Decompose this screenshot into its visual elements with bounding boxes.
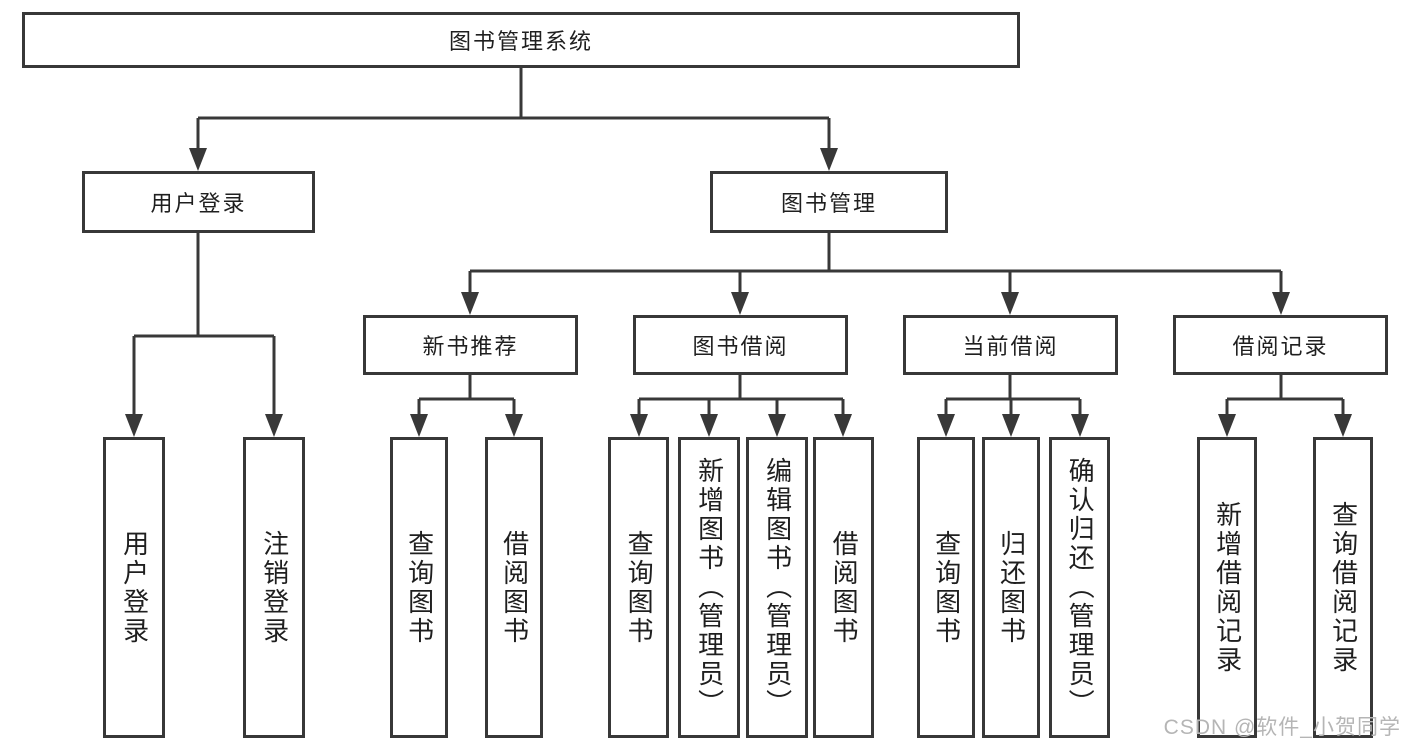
leaf-logout-label: 注销登录 bbox=[259, 529, 290, 646]
arrowhead bbox=[1071, 414, 1089, 437]
leaf-user-login-label: 用户登录 bbox=[119, 529, 150, 646]
arrowhead bbox=[1001, 292, 1019, 315]
node-current-borrow: 当前借阅 bbox=[903, 315, 1118, 375]
leaf-add-borrow-record-label: 新增借阅记录 bbox=[1212, 500, 1243, 675]
leaf-query-borrow-record: 查询借阅记录 bbox=[1313, 437, 1373, 738]
arrowhead bbox=[630, 414, 648, 437]
arrowhead bbox=[461, 292, 479, 315]
leaf-return-book-label: 归还图书 bbox=[996, 529, 1027, 646]
leaf-borrow-book-recommend: 借阅图书 bbox=[485, 437, 543, 738]
leaf-query-book-recommend: 查询图书 bbox=[390, 437, 448, 738]
leaf-return-book: 归还图书 bbox=[982, 437, 1040, 738]
leaf-query-book-current-label: 查询图书 bbox=[931, 529, 962, 646]
leaf-query-book-recommend-label: 查询图书 bbox=[404, 529, 435, 646]
node-user-login: 用户登录 bbox=[82, 171, 315, 233]
leaf-add-book-admin-label: 新增图书（管理员） bbox=[694, 457, 725, 718]
leaf-borrow-book-label: 借阅图书 bbox=[829, 529, 860, 646]
arrowhead bbox=[820, 148, 838, 171]
arrowhead bbox=[1334, 414, 1352, 437]
leaf-borrow-book-recommend-label: 借阅图书 bbox=[499, 529, 530, 646]
leaf-query-book-borrow-label: 查询图书 bbox=[624, 529, 655, 646]
arrowhead bbox=[125, 414, 143, 437]
leaf-confirm-return-admin: 确认归还（管理员） bbox=[1049, 437, 1110, 738]
leaf-confirm-return-admin-label: 确认归还（管理员） bbox=[1065, 457, 1096, 718]
leaf-edit-book-admin: 编辑图书（管理员） bbox=[746, 437, 808, 738]
leaf-query-borrow-record-label: 查询借阅记录 bbox=[1328, 500, 1359, 675]
leaf-query-book-borrow: 查询图书 bbox=[608, 437, 669, 738]
arrowheads bbox=[125, 148, 1352, 437]
arrowhead bbox=[1272, 292, 1290, 315]
arrowhead bbox=[189, 148, 207, 171]
arrowhead bbox=[768, 414, 786, 437]
arrowhead bbox=[410, 414, 428, 437]
node-book-borrow: 图书借阅 bbox=[633, 315, 848, 375]
arrowhead bbox=[1002, 414, 1020, 437]
leaf-borrow-book: 借阅图书 bbox=[813, 437, 874, 738]
node-root: 图书管理系统 bbox=[22, 12, 1020, 68]
node-new-book-recommend: 新书推荐 bbox=[363, 315, 578, 375]
leaf-user-login: 用户登录 bbox=[103, 437, 165, 738]
leaf-query-book-current: 查询图书 bbox=[917, 437, 975, 738]
arrowhead bbox=[505, 414, 523, 437]
leaf-add-book-admin: 新增图书（管理员） bbox=[678, 437, 740, 738]
leaf-logout: 注销登录 bbox=[243, 437, 305, 738]
arrowhead bbox=[265, 414, 283, 437]
leaf-edit-book-admin-label: 编辑图书（管理员） bbox=[762, 457, 793, 718]
leaf-add-borrow-record: 新增借阅记录 bbox=[1197, 437, 1257, 738]
arrowhead bbox=[1218, 414, 1236, 437]
node-borrow-records: 借阅记录 bbox=[1173, 315, 1388, 375]
arrowhead bbox=[700, 414, 718, 437]
watermark: CSDN @软件_小贺同学 bbox=[1163, 716, 1401, 739]
arrowhead bbox=[834, 414, 852, 437]
arrowhead bbox=[937, 414, 955, 437]
arrowhead bbox=[731, 292, 749, 315]
node-book-management: 图书管理 bbox=[710, 171, 948, 233]
connector-segments bbox=[132, 68, 1345, 419]
